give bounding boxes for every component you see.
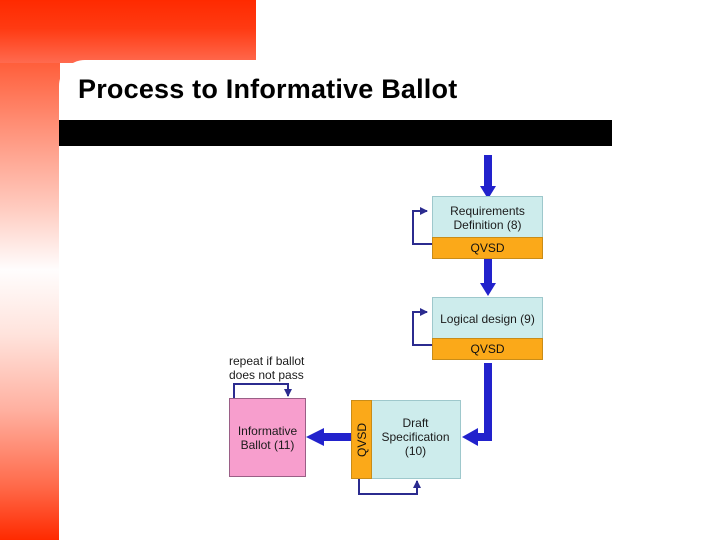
node-requirements-line1: Requirements <box>450 204 525 218</box>
node-draft-line2: Specification <box>381 430 450 444</box>
loop-requirements-feedback <box>412 207 432 245</box>
arrow-draft-to-ballot <box>306 428 352 446</box>
title-underline-bar <box>59 120 612 146</box>
annotation-repeat-line2: does not pass <box>229 368 304 382</box>
left-gradient-strip <box>0 0 60 540</box>
loop-ballot-repeat <box>233 383 292 398</box>
node-informative-ballot[interactable]: Informative Ballot (11) <box>229 398 306 477</box>
qvsd-label-logical: QVSD <box>470 342 505 356</box>
loop-logical-feedback <box>412 308 432 346</box>
loop-draft-feedback <box>358 479 421 495</box>
node-requirements-line2: Definition (8) <box>453 218 522 232</box>
arrow-requirements-to-logical <box>480 259 496 296</box>
arrow-input-to-requirements <box>480 155 496 199</box>
arrow-logical-to-draft <box>462 363 492 446</box>
node-logical-line1: Logical design (9) <box>440 312 535 326</box>
annotation-repeat-line1: repeat if ballot <box>229 354 305 368</box>
page-title: Process to Informative Ballot <box>78 74 458 104</box>
qvsd-label-draft: QVSD <box>354 422 369 457</box>
qvsd-label-requirements: QVSD <box>470 241 505 255</box>
node-draft-line3: (10) <box>404 444 427 458</box>
qvsd-band-logical: QVSD <box>432 338 543 360</box>
qvsd-band-draft: QVSD <box>351 400 372 479</box>
node-draft-line1: Draft <box>402 416 429 430</box>
qvsd-band-requirements: QVSD <box>432 237 543 259</box>
node-ballot-line2: Ballot (11) <box>240 438 295 452</box>
annotation-repeat-note: repeat if ballot does not pass <box>229 354 359 382</box>
top-red-block <box>0 0 256 63</box>
node-ballot-line1: Informative <box>237 424 298 438</box>
node-logical-design[interactable]: Logical design (9) <box>432 297 543 339</box>
node-requirements-definition[interactable]: Requirements Definition (8) <box>432 196 543 238</box>
